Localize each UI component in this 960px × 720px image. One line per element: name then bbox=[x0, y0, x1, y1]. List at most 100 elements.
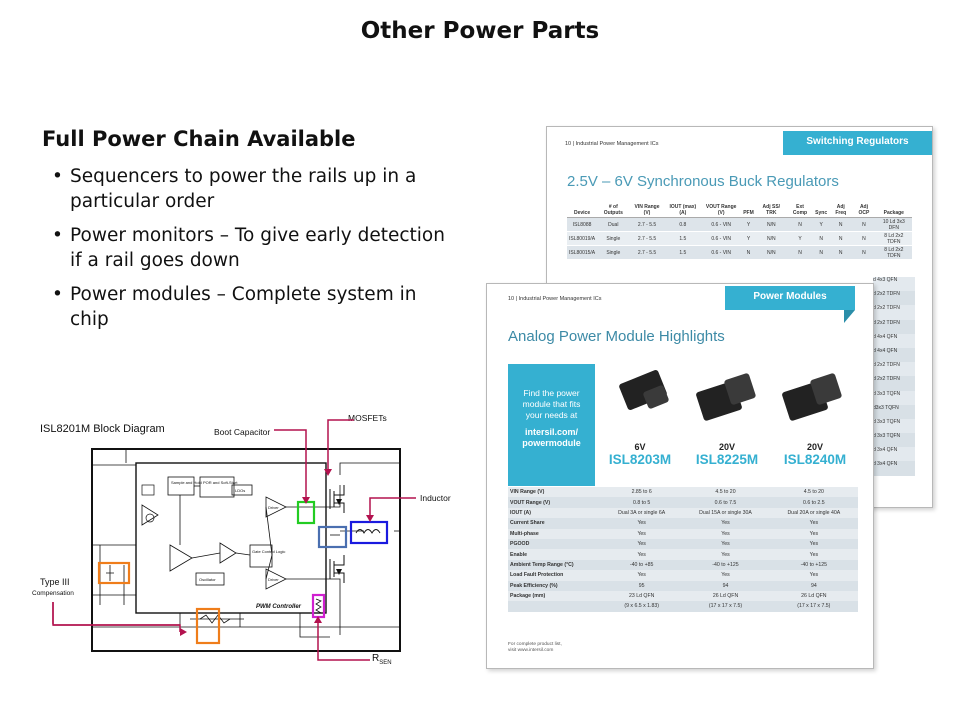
table-cell: Yes bbox=[602, 528, 682, 539]
row-label: VOUT Range (V) bbox=[508, 497, 602, 508]
row-label bbox=[508, 601, 602, 612]
comp-resistor-highlight bbox=[195, 607, 221, 645]
bullet-item: Power monitors – To give early detection… bbox=[50, 223, 460, 273]
bullet-list: Sequencers to power the rails up in a pa… bbox=[50, 164, 460, 341]
row-label: PGOOD bbox=[508, 538, 602, 550]
table-cell: Yes bbox=[769, 528, 858, 539]
table-cell: Yes bbox=[769, 538, 858, 550]
table-cell: Yes bbox=[602, 549, 682, 560]
package-column: d 4x3 QFN d 2x2 TDFN d 2x2 TDFN d 2x2 TD… bbox=[873, 277, 915, 476]
table-cell: Yes bbox=[769, 570, 858, 581]
pwm-controller-box bbox=[135, 462, 327, 614]
section-tab: Power Modules bbox=[725, 286, 855, 310]
boot-capacitor-label: Boot Capacitor bbox=[214, 427, 271, 437]
table-cell: (17 x 17 x 7.5) bbox=[681, 601, 770, 612]
page-footer: For complete product list, visit www.int… bbox=[508, 642, 562, 653]
table-cell: (9 x 6.5 x 1.83) bbox=[602, 601, 682, 612]
table-cell: 23 Ld QFN bbox=[602, 590, 682, 602]
diagram-frame bbox=[91, 448, 401, 652]
row-label: VIN Range (V) bbox=[508, 487, 602, 498]
inductor-label: Inductor bbox=[420, 493, 451, 503]
rsen-label: RSEN bbox=[372, 653, 392, 666]
bullet-item: Sequencers to power the rails up in a pa… bbox=[50, 164, 460, 214]
promo-box: Find the power module that fits your nee… bbox=[508, 364, 595, 486]
diagram-title: ISL8201M Block Diagram bbox=[40, 423, 165, 435]
table-cell: Yes bbox=[681, 518, 770, 529]
block-diagram: PWM Controller Sample and Hold POR and S… bbox=[52, 419, 416, 661]
row-label: IOUT (A) bbox=[508, 507, 602, 519]
table-cell: 2.85 to 6 bbox=[602, 487, 682, 498]
table-cell: Yes bbox=[681, 528, 770, 539]
block-ldos: LDOs bbox=[235, 488, 245, 493]
table-cell: Yes bbox=[681, 549, 770, 560]
table-cell: 0.6 to 7.5 bbox=[681, 497, 770, 508]
inductor-highlight bbox=[349, 520, 389, 545]
row-label: Ambient Temp Range (°C) bbox=[508, 559, 602, 571]
page-title: Analog Power Module Highlights bbox=[508, 328, 725, 345]
block-por-softstart: POR and Soft-Start bbox=[203, 480, 238, 485]
product-isl8225m: 20V ISL8225M bbox=[695, 442, 759, 467]
table-cell: (17 x 17 x 7.5) bbox=[769, 601, 858, 612]
table-cell: Yes bbox=[681, 570, 770, 581]
table-cell: Dual 20A or single 40A bbox=[769, 507, 858, 519]
table-cell: Yes bbox=[602, 518, 682, 529]
block-driver-top: Driver bbox=[268, 505, 279, 510]
mosfets-label: MOSFETs bbox=[348, 413, 387, 423]
table-cell: -40 to +85 bbox=[602, 559, 682, 571]
table-cell: Dual 3A or single 6A bbox=[602, 507, 682, 519]
row-label: Peak Efficiency (%) bbox=[508, 580, 602, 591]
row-label: Current Share bbox=[508, 518, 602, 529]
table-cell: 4.5 to 20 bbox=[681, 487, 770, 498]
section-title: Full Power Chain Available bbox=[42, 127, 356, 151]
table-cell: Yes bbox=[602, 570, 682, 581]
table-cell: 94 bbox=[681, 580, 770, 591]
pwm-controller-label: PWM Controller bbox=[256, 604, 302, 610]
table-cell: Yes bbox=[769, 518, 858, 529]
boot-capacitor-highlight bbox=[296, 500, 316, 525]
table-cell: 95 bbox=[602, 580, 682, 591]
table-cell: 94 bbox=[769, 580, 858, 591]
rsen-highlight bbox=[311, 593, 326, 619]
block-gate-logic: Gate Control Logic bbox=[252, 549, 285, 554]
block-oscillator: Oscillator bbox=[199, 577, 216, 582]
product-isl8203m: 6V ISL8203M bbox=[608, 442, 672, 467]
tab-fold bbox=[844, 310, 855, 323]
table-cell: -40 to +125 bbox=[681, 559, 770, 571]
block-sample-hold: Sample and Hold bbox=[171, 480, 202, 485]
page-title: 2.5V – 6V Synchronous Buck Regulators bbox=[567, 173, 839, 190]
row-label: Package (mm) bbox=[508, 590, 602, 602]
section-tab: Switching Regulators bbox=[783, 131, 932, 155]
row-label: Multi-phase bbox=[508, 528, 602, 539]
product-isl8240m: 20V ISL8240M bbox=[783, 442, 847, 467]
table-cell: 0.8 to 5 bbox=[602, 497, 682, 508]
compensation-highlight bbox=[97, 561, 131, 585]
power-modules-page: 10 | Industrial Power Management ICs Pow… bbox=[486, 283, 874, 669]
page-header: 10 | Industrial Power Management ICs bbox=[565, 141, 659, 147]
mosfet-highlight bbox=[317, 525, 348, 549]
promo-link: powermodule bbox=[522, 438, 581, 448]
table-row: (9 x 6.5 x 1.83)(17 x 17 x 7.5)(17 x 17 … bbox=[508, 601, 858, 612]
promo-link: intersil.com/ bbox=[524, 427, 578, 437]
compensation-label: Compensation bbox=[32, 590, 74, 597]
slide-title: Other Power Parts bbox=[360, 18, 600, 44]
table-cell: Yes bbox=[769, 549, 858, 560]
table-cell: 26 Ld QFN bbox=[769, 590, 858, 602]
type3-label: Type III bbox=[40, 577, 70, 587]
table-cell: 4.5 to 20 bbox=[769, 487, 858, 498]
table-cell: 0.6 to 2.5 bbox=[769, 497, 858, 508]
table-cell: Yes bbox=[602, 538, 682, 550]
page-header: 10 | Industrial Power Management ICs bbox=[508, 296, 602, 302]
